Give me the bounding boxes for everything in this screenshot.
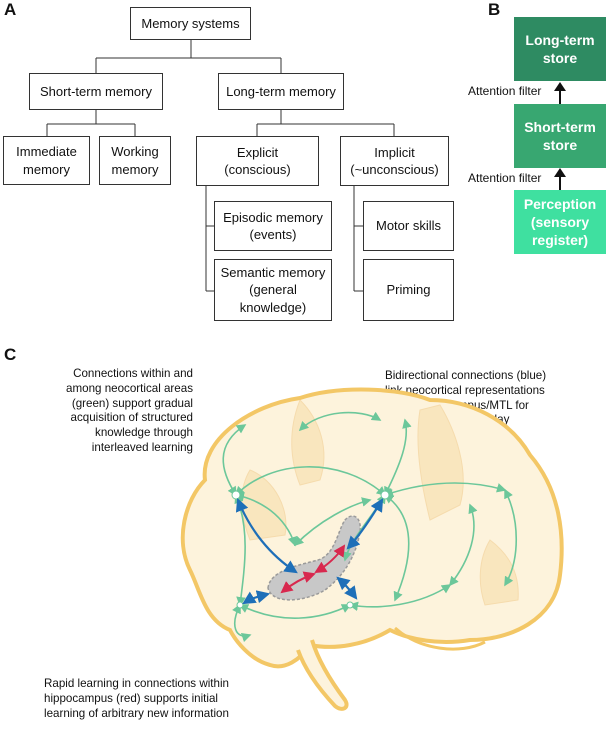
long-term-memory-box: Long-term memory <box>218 73 344 110</box>
brainstem <box>296 639 349 711</box>
implicit-box: Implicit (~unconscious) <box>340 136 449 186</box>
explicit-box: Explicit (conscious) <box>196 136 319 186</box>
working-memory-box: Working memory <box>99 136 171 185</box>
brain-outline <box>180 387 564 669</box>
attention-filter-top-label: Attention filter <box>468 84 542 98</box>
cerebellum <box>394 626 486 651</box>
motor-skills-box: Motor skills <box>363 201 454 251</box>
panel-label-b: B <box>488 0 501 19</box>
red-connections-note: Rapid learning in connections within hip… <box>44 677 229 720</box>
semantic-memory-box: Semantic memory (general knowledge) <box>214 259 332 321</box>
immediate-memory-box: Immediate memory <box>3 136 90 185</box>
episodic-memory-box: Episodic memory (events) <box>214 201 332 251</box>
priming-box: Priming <box>363 259 454 321</box>
blue-connections-note: Bidirectional connections (blue) link ne… <box>385 369 547 427</box>
attention-filter-bottom-label: Attention filter <box>468 171 542 185</box>
short-term-memory-box: Short-term memory <box>29 73 163 110</box>
short-term-store-box: Short-term store <box>514 104 606 168</box>
panel-label-c: C <box>4 345 17 364</box>
panel-label-a: A <box>4 0 17 19</box>
memory-systems-box: Memory systems <box>130 7 251 40</box>
long-term-store-box: Long-term store <box>514 17 606 81</box>
hippocampus <box>267 515 361 601</box>
green-connections-note: Connections within and among neocortical… <box>66 367 193 455</box>
perception-box: Perception (sensory register) <box>514 190 606 254</box>
